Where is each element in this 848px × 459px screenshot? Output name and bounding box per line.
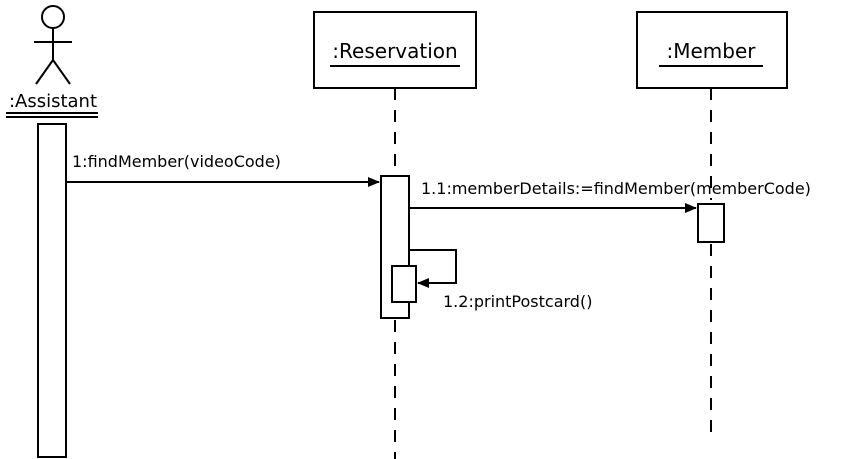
reservation-object-box bbox=[313, 11, 477, 89]
member-object-name: :Member bbox=[666, 39, 756, 63]
member-object-box bbox=[636, 11, 788, 89]
member-activation-bar bbox=[697, 203, 725, 243]
assistant-activation-bar bbox=[37, 123, 67, 458]
message-1-1-label: 1.1:memberDetails:=findMember(memberCode… bbox=[421, 179, 811, 198]
reservation-nested-activation bbox=[391, 265, 417, 303]
actor-name: :Assistant bbox=[9, 91, 97, 112]
message-1-2-arrow bbox=[409, 249, 457, 288]
reservation-object-name: :Reservation bbox=[332, 39, 457, 63]
message-1-label: 1:findMember(videoCode) bbox=[72, 152, 281, 171]
stick-figure-icon bbox=[34, 5, 72, 85]
message-1-2-label: 1.2:printPostcard() bbox=[443, 292, 592, 311]
